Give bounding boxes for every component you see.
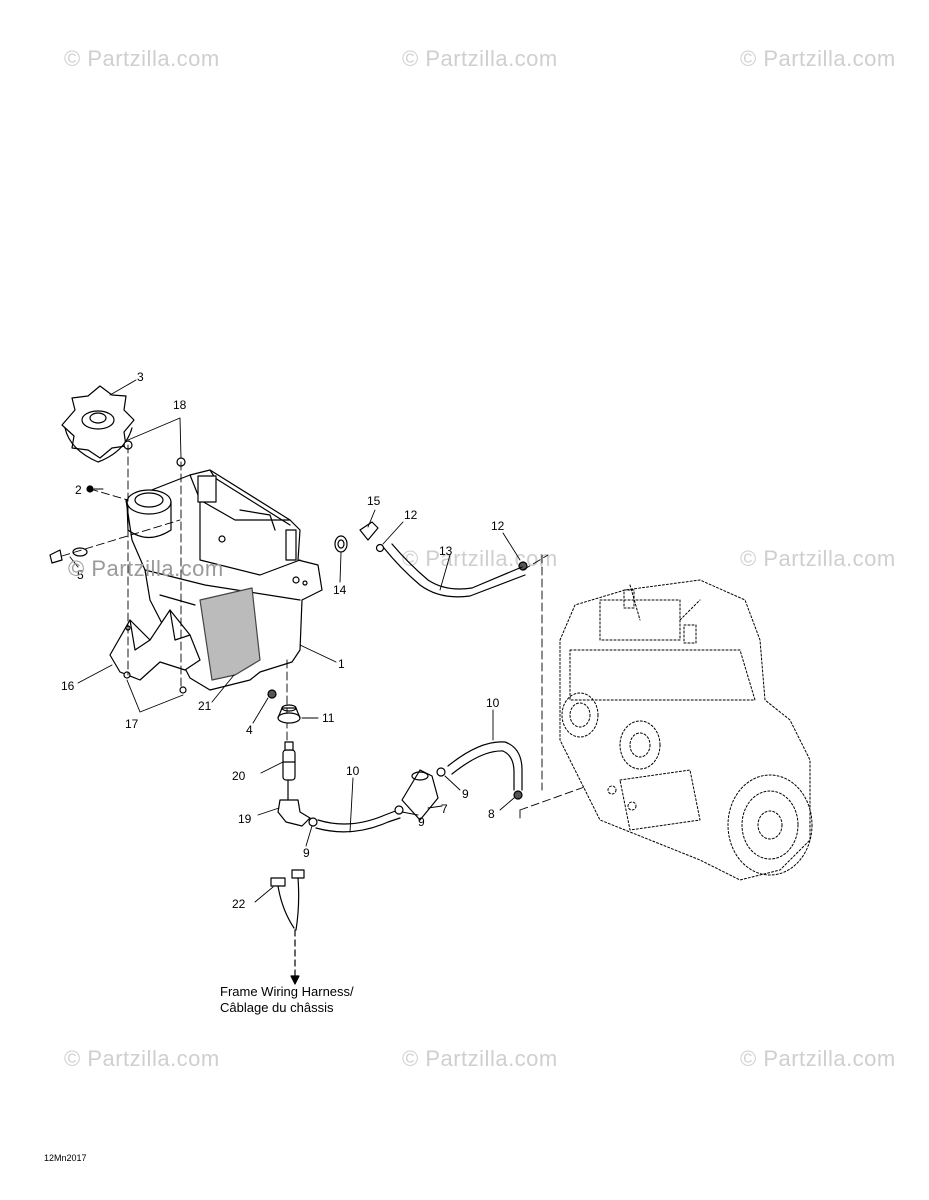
callout-1: 1 [338,657,345,671]
callout-11: 11 [322,711,335,725]
callout-9-middle: 9 [418,815,425,829]
callout-15: 15 [367,494,381,508]
callout-9-left: 9 [303,846,310,860]
callout-18: 18 [173,398,187,412]
callout-12-upper: 12 [404,508,418,522]
harness-connector-part [271,870,304,984]
callout-8: 8 [488,807,495,821]
upper-hose-part [384,544,525,597]
watermark-top-center: © Partzilla.com [402,46,558,71]
callout-3: 3 [137,370,144,384]
caption-line-2: Câblage du châssis [220,1000,334,1015]
watermark-mid-center: © Partzilla.com [402,546,558,571]
lower-hose-right-part [448,742,522,799]
level-sensor-part [283,742,295,780]
lower-hose-left-part [316,810,400,832]
watermark-mid-right: © Partzilla.com [740,546,896,571]
valve-grommet-part [278,705,300,723]
callout-2: 2 [75,483,82,497]
callout-5: 5 [77,568,84,582]
callout-16: 16 [61,679,75,693]
callout-7: 7 [441,802,448,816]
caption-line-1: Frame Wiring Harness/ [220,984,354,999]
tee-fitting-part [278,780,310,826]
callout-14: 14 [333,583,347,597]
callout-20: 20 [232,769,246,783]
alignment-lines [62,445,590,820]
callout-10-lower: 10 [346,764,360,778]
callout-13: 13 [439,544,453,558]
harness-caption: Frame Wiring Harness/ Câblage du châssis [220,984,354,1016]
watermark-top-right: © Partzilla.com [740,46,896,71]
callout-4: 4 [246,723,253,737]
watermark-bottom-center: © Partzilla.com [402,1046,558,1071]
drawing-code: 12Mn2017 [44,1153,87,1163]
callout-17: 17 [125,717,139,731]
callout-9-right: 9 [462,787,469,801]
callout-12-right: 12 [491,519,505,533]
callout-21: 21 [198,699,212,713]
filler-cap-part [62,386,134,462]
callout-22: 22 [232,897,246,911]
callout-10-upper: 10 [486,696,500,710]
watermark-bottom-right: © Partzilla.com [740,1046,896,1071]
watermark-top-left: © Partzilla.com [64,46,220,71]
callout-19: 19 [238,812,252,826]
engine-part [560,580,812,880]
fasteners [50,441,527,698]
watermark-bottom-left: © Partzilla.com [64,1046,220,1071]
leader-lines [70,380,520,902]
watermark-mid-left: © Partzilla.com [68,556,224,581]
bracket-part [110,610,200,680]
